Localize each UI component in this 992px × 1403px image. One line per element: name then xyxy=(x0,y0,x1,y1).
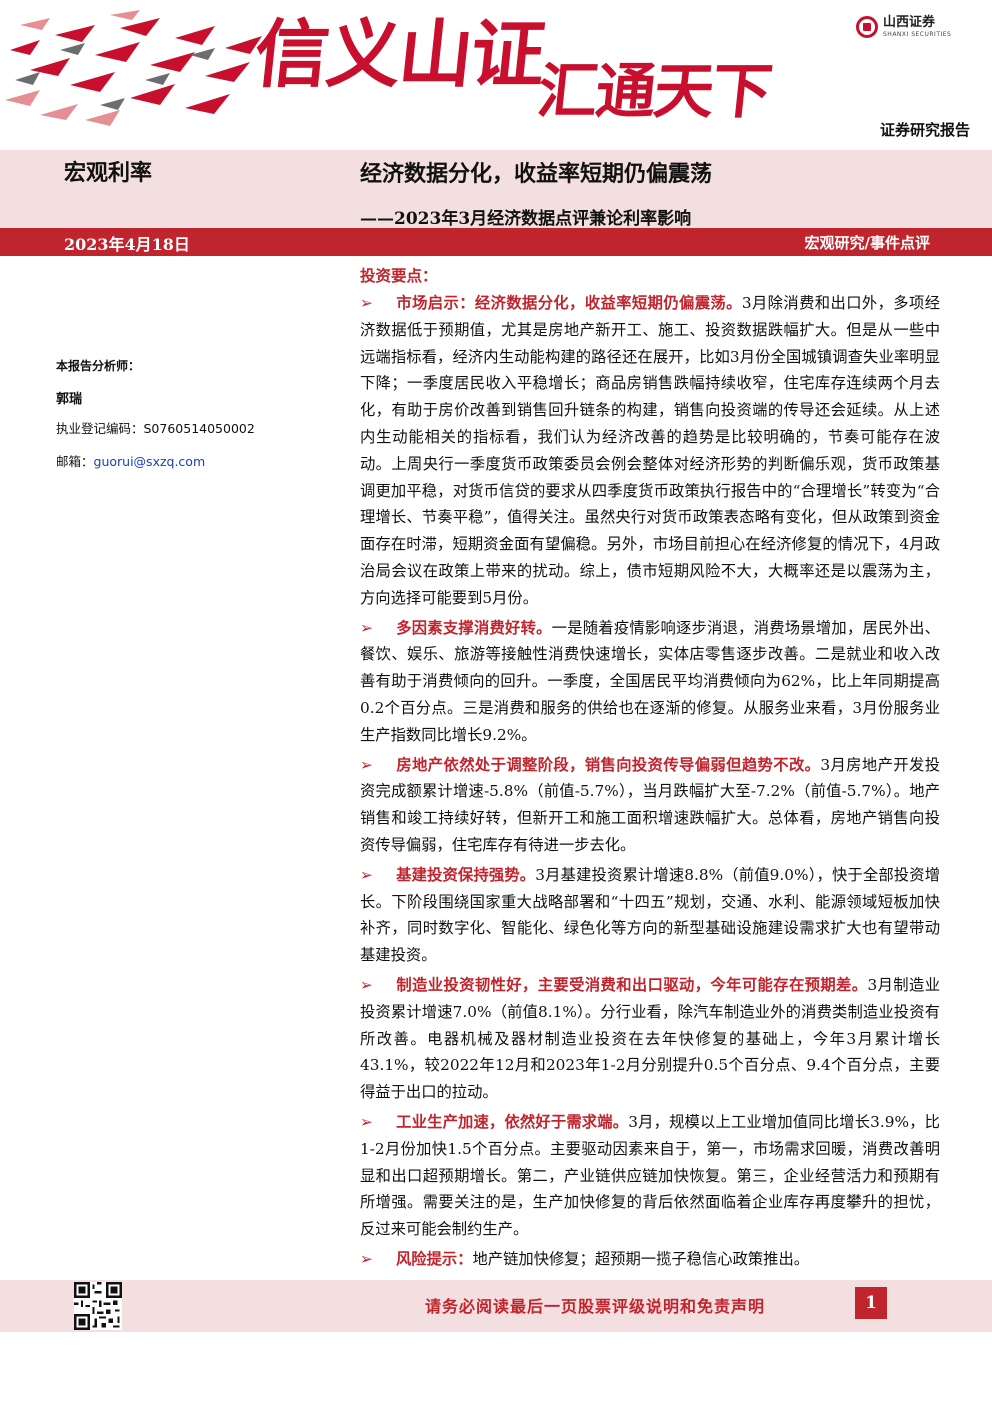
document-type: 证券研究报告 xyxy=(879,121,970,139)
point-infrastructure: ➢ 基建投资保持强势。3月基建投资累计增速8.8%（前值9.0%），快于全部投资增… xyxy=(360,862,940,969)
section-heading: 投资要点： xyxy=(360,267,438,285)
bullet-arrow-icon: ➢ xyxy=(360,618,373,637)
report-category: 宏观利率 xyxy=(64,161,153,186)
bullet-arrow-icon: ➢ xyxy=(360,1112,373,1131)
point-lead: 工业生产加速，依然好于需求端。 xyxy=(396,1112,629,1131)
date-bar xyxy=(0,228,992,256)
slogan-part2: 汇通天下 xyxy=(534,57,774,127)
analyst-name: 郭瑞 xyxy=(56,392,83,407)
point-lead: 多因素支撑消费好转。 xyxy=(396,618,552,637)
point-consumption: ➢ 多因素支撑消费好转。一是随着疫情影响逐步消退，消费场景增加，居民外出、餐饮、娱… xyxy=(360,615,940,749)
report-title: 经济数据分化，收益率短期仍偏震荡 xyxy=(360,162,713,187)
company-logo: 山西证券 SHANXI SECURITIES xyxy=(856,14,976,40)
point-text: 3月，规模以上工业增加值同比增长3.9%，比1-2月份加快1.5个百分点。主要驱… xyxy=(360,1112,940,1239)
bullet-arrow-icon: ➢ xyxy=(360,1249,373,1268)
point-lead: 房地产依然处于调整阶段，销售向投资传导偏弱但趋势不改。 xyxy=(396,755,821,774)
analyst-license: 执业登记编码：S0760514050002 xyxy=(56,421,255,436)
point-lead: 制造业投资韧性好，主要受消费和出口驱动，今年可能存在预期差。 xyxy=(396,975,868,994)
report-date: 2023年4月18日 xyxy=(64,235,190,254)
title-band xyxy=(0,150,992,228)
slogan-part1: 信义山证 xyxy=(250,12,548,98)
bullet-arrow-icon: ➢ xyxy=(360,294,373,312)
point-real-estate: ➢ 房地产依然处于调整阶段，销售向投资传导偏弱但趋势不改。3月房地产开发投资完成额… xyxy=(360,752,940,859)
qr-code-icon[interactable] xyxy=(74,1282,122,1330)
report-kind: 宏观研究/事件点评 xyxy=(804,234,930,252)
logo-english-name: SHANXI SECURITIES xyxy=(883,30,952,38)
analyst-heading: 本报告分析师： xyxy=(56,359,141,373)
point-text: 3月除消费和出口外，多项经济数据低于预期值，尤其是房地产新开工、施工、投资数据跌… xyxy=(360,294,940,607)
point-market: ➢ 市场启示：经济数据分化，收益率短期仍偏震荡。3月除消费和出口外，多项经济数据低… xyxy=(360,290,940,612)
page-number: 1 xyxy=(855,1287,887,1319)
point-lead: 市场启示：经济数据分化，收益率短期仍偏震荡。 xyxy=(396,294,742,312)
investment-highlights: 投资要点： ➢ 市场启示：经济数据分化，收益率短期仍偏震荡。3月除消费和出口外，多… xyxy=(360,262,940,1273)
report-subtitle: ——2023年3月经济数据点评兼论利率影响 xyxy=(360,209,692,229)
point-manufacturing: ➢ 制造业投资韧性好，主要受消费和出口驱动，今年可能存在预期差。3月制造业投资累计… xyxy=(360,972,940,1106)
point-industrial: ➢ 工业生产加速，依然好于需求端。3月，规模以上工业增加值同比增长3.9%，比1-… xyxy=(360,1109,940,1243)
footer-band xyxy=(0,1280,992,1332)
point-text: 3月制造业投资累计增速7.0%（前值8.1%）。分行业看，除汽车制造业外的消费类… xyxy=(360,975,940,1102)
point-text: 3月基建投资累计增速8.8%（前值9.0%），快于全部投资增长。下阶段围绕国家重… xyxy=(360,865,940,965)
point-text: 一是随着疫情影响逐步消退，消费场景增加，居民外出、餐饮、娱乐、旅游等接触性消费快… xyxy=(360,618,940,744)
email-link[interactable]: guorui@sxzq.com xyxy=(93,454,206,469)
point-lead: 风险提示： xyxy=(396,1249,473,1268)
bullet-arrow-icon: ➢ xyxy=(360,865,373,884)
arrow-flock-decoration xyxy=(5,10,262,126)
bullet-arrow-icon: ➢ xyxy=(360,975,373,994)
bullet-arrow-icon: ➢ xyxy=(360,755,373,774)
logo-chinese-name: 山西证券 xyxy=(883,15,936,31)
email-label: 邮箱： xyxy=(56,454,94,469)
point-risk: ➢ 风险提示：地产链加快修复；超预期一揽子稳信心政策推出。 xyxy=(360,1246,940,1273)
logo-mark-icon xyxy=(856,16,878,38)
point-lead: 基建投资保持强势。 xyxy=(396,865,536,884)
disclaimer-note: 请务必阅读最后一页股票评级说明和免责声明 xyxy=(425,1297,766,1316)
analyst-email: 邮箱：guorui@sxzq.com xyxy=(56,451,205,470)
point-text: 地产链加快修复；超预期一揽子稳信心政策推出。 xyxy=(472,1249,810,1268)
point-text: 3月房地产开发投资完成额累计增速-5.8%（前值-5.7%），当月跌幅扩大至-7… xyxy=(360,755,940,854)
